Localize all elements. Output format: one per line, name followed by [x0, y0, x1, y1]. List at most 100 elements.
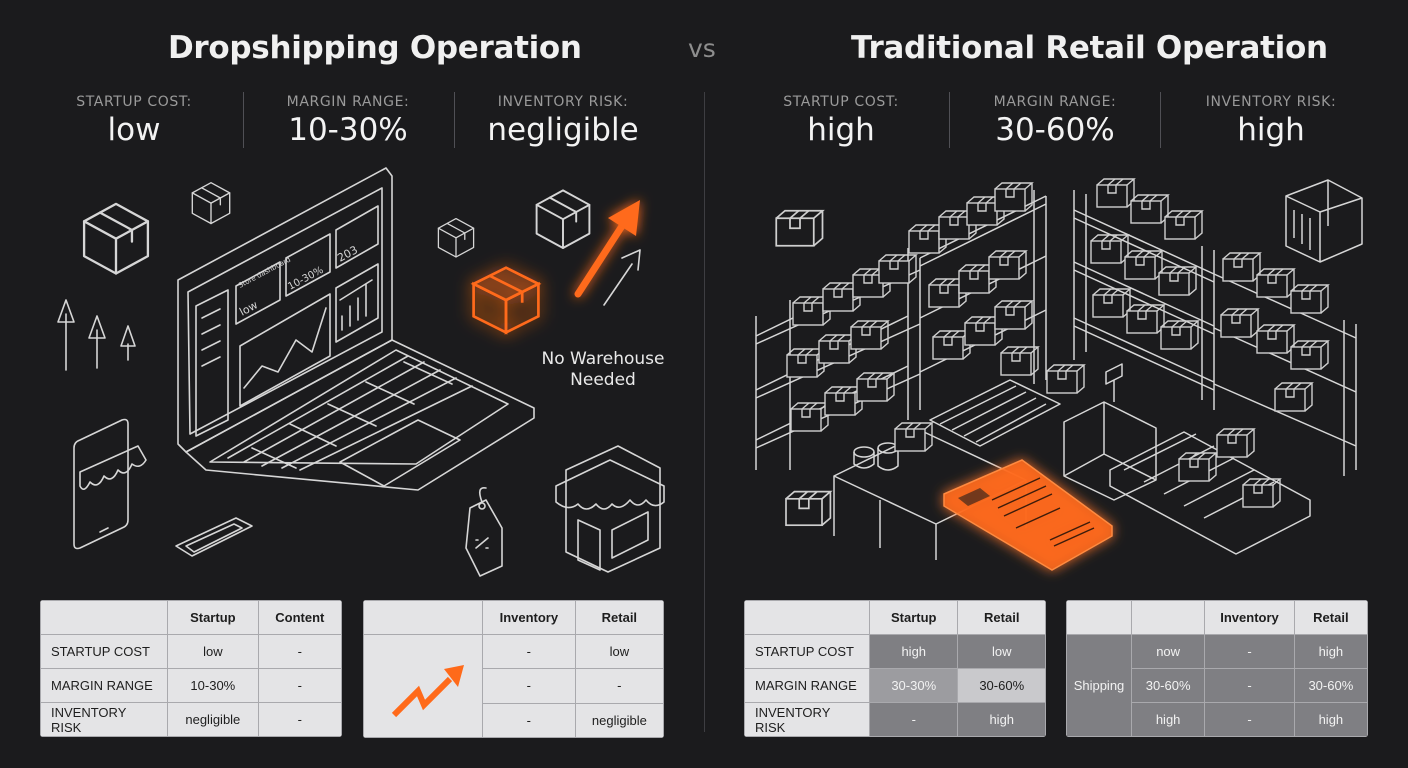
table-cell: MARGIN RANGE: [744, 668, 870, 703]
table-cell: high: [1130, 702, 1206, 737]
table-cell: -: [257, 634, 342, 669]
table-header-cell: Retail: [1293, 600, 1368, 635]
trend-chart-cell: [363, 634, 483, 738]
box-icon: [535, 189, 591, 249]
table-cell: low: [167, 634, 259, 669]
phone-icon: [175, 517, 253, 557]
box-icon: [437, 217, 475, 258]
growth-arrow-icon: [574, 200, 640, 298]
table-cell: -: [1204, 702, 1295, 737]
stat-value: high: [807, 112, 875, 148]
table-cell: -: [482, 633, 576, 670]
table-cell: STARTUP COST: [744, 634, 870, 669]
table-cell: INVENTORY RISK: [744, 702, 870, 737]
left-stat-inventory: INVENTORY RISK: negligible: [478, 94, 648, 148]
table-row: 30-60% - 30-60%: [1067, 668, 1368, 703]
table-cell: high: [868, 634, 959, 669]
table-cell: now: [1130, 634, 1206, 669]
left-metrics-table: Startup Content STARTUP COST low - MARGI…: [40, 600, 342, 737]
stat-value: 10-30%: [288, 112, 408, 148]
stat-separator: [243, 92, 244, 148]
table-row: STARTUP COST low -: [40, 634, 342, 669]
laptop-icon: [177, 167, 535, 491]
right-stat-inventory: INVENTORY RISK: high: [1186, 94, 1356, 148]
stat-label: STARTUP COST:: [783, 94, 899, 110]
table-cell: 30-60%: [1130, 668, 1206, 703]
table-header-cell: [1066, 600, 1132, 635]
stat-value: high: [1237, 112, 1305, 148]
table-header-row: Startup Retail: [744, 600, 1046, 635]
table-cell: INVENTORY RISK: [40, 702, 168, 737]
table-row: INVENTORY RISK negligible -: [40, 702, 342, 737]
right-shipping-table: Inventory Retail Shipping now - high 30-…: [1066, 600, 1368, 737]
table-cell: negligible: [574, 702, 664, 738]
table-header-row: Inventory Retail: [363, 600, 664, 635]
table-cell: -: [1204, 668, 1295, 703]
table-cell: -: [482, 702, 576, 738]
table-row: MARGIN RANGE 30-30% 30-60%: [744, 668, 1046, 703]
no-warehouse-annotation: No Warehouse Needed: [541, 349, 665, 390]
right-stat-startup: STARTUP COST: high: [761, 94, 921, 148]
table-header-cell: Inventory: [1204, 600, 1295, 635]
stat-label: INVENTORY RISK:: [497, 94, 629, 110]
stat-label: MARGIN RANGE:: [993, 94, 1117, 110]
left-inventory-table: Inventory Retail - low - - - negligible: [363, 600, 664, 738]
stat-value: low: [107, 112, 161, 148]
box-icon: [82, 202, 150, 275]
vs-label: vs: [688, 34, 716, 63]
storefront-icon: [555, 445, 665, 573]
stat-separator: [1160, 92, 1161, 148]
table-cell: -: [482, 668, 576, 704]
left-stat-margin: MARGIN RANGE: 10-30%: [268, 94, 428, 148]
stat-separator: [949, 92, 950, 148]
price-tag-icon: [465, 486, 503, 577]
trend-arrow-icon: [603, 249, 641, 306]
table-header-cell: [363, 600, 483, 635]
table-header-cell: Startup: [167, 600, 259, 635]
table-header-cell: Retail: [957, 600, 1046, 635]
table-cell: -: [574, 668, 664, 704]
table-row: Shipping now - high: [1066, 634, 1368, 737]
table-row: STARTUP COST high low: [744, 634, 1046, 669]
stat-separator: [454, 92, 455, 148]
table-header-row: Inventory Retail: [1066, 600, 1368, 635]
table-cell: MARGIN RANGE: [40, 668, 168, 703]
stat-value: 30-60%: [995, 112, 1115, 148]
table-header-cell: Startup: [868, 600, 959, 635]
table-cell: -: [257, 702, 342, 737]
table-cell: -: [868, 702, 959, 737]
table-row: - low: [363, 633, 664, 738]
table-cell: -: [1204, 634, 1295, 669]
table-cell: low: [957, 634, 1046, 669]
box-icon: [191, 182, 231, 225]
table-row: MARGIN RANGE 10-30% -: [40, 668, 342, 703]
table-row: - negligible: [364, 702, 664, 738]
shipping-label-glow-icon: [943, 459, 1113, 571]
right-stat-margin: MARGIN RANGE: 30-60%: [975, 94, 1135, 148]
table-header-cell: Inventory: [482, 600, 576, 635]
stat-label: MARGIN RANGE:: [286, 94, 410, 110]
table-cell: 30-60%: [957, 668, 1046, 703]
warehouse-box-glow-icon: [470, 266, 542, 335]
table-header-cell: Retail: [574, 600, 664, 635]
stat-value: negligible: [487, 112, 639, 148]
table-header-cell: [744, 600, 870, 635]
table-cell: 30-60%: [1293, 668, 1368, 703]
table-cell: 30-30%: [868, 668, 959, 703]
stat-label: INVENTORY RISK:: [1205, 94, 1337, 110]
right-metrics-table: Startup Retail STARTUP COST high low MAR…: [744, 600, 1046, 737]
center-divider: [704, 92, 705, 732]
table-cell: high: [1293, 702, 1368, 737]
table-row: high - high: [1067, 702, 1368, 737]
arrow-up-icon: [57, 299, 136, 371]
table-cell: STARTUP COST: [40, 634, 168, 669]
table-cell: -: [257, 668, 342, 703]
table-row: INVENTORY RISK - high: [744, 702, 1046, 737]
stat-label: STARTUP COST:: [76, 94, 192, 110]
dropshipping-title: Dropshipping Operation: [168, 30, 582, 66]
table-cell: negligible: [167, 702, 259, 737]
table-cell: high: [957, 702, 1046, 737]
table-header-cell: [1130, 600, 1206, 635]
tablet-shop-icon: [73, 418, 147, 550]
